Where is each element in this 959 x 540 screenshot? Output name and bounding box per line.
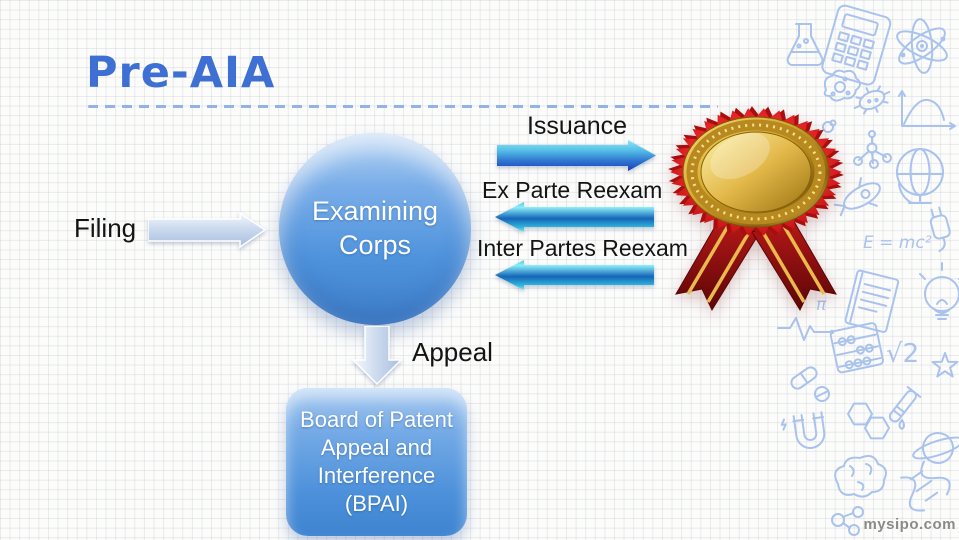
- bpai-line4: (BPAI): [344, 491, 409, 517]
- curve-chart-icon: [898, 90, 956, 130]
- watermark: mysipo.com: [863, 516, 956, 533]
- cell-icon: [823, 69, 861, 102]
- title-divider-dashed-line: [88, 105, 718, 108]
- atom-icon: [896, 18, 948, 74]
- examining-corps-node: Examining Corps: [279, 133, 471, 325]
- science-doodles-background: E = mc² π √2: [777, 4, 959, 536]
- globe-icon: [896, 148, 944, 204]
- saturn-icon: [912, 432, 959, 464]
- sqrt2-expression: √2: [886, 339, 919, 369]
- heartbeat-icon: [777, 317, 835, 341]
- bpai-node: Board of Patent Appeal and Interference …: [286, 388, 467, 536]
- brain-icon: [834, 455, 887, 498]
- bubbles-icon: [822, 119, 837, 133]
- test-tube-icon: [888, 386, 922, 423]
- benzene-icon: [847, 402, 890, 440]
- rocket-icon: [833, 177, 881, 217]
- ex-parte-reexam-label: Ex Parte Reexam: [482, 177, 663, 203]
- examining-corps-line1: Examining: [311, 196, 439, 227]
- filing-label: Filing: [74, 213, 137, 243]
- lightbulb-icon: [919, 262, 959, 320]
- star-icon: [931, 352, 959, 378]
- emc2-equation: E = mc²: [863, 233, 932, 253]
- droplet-icon: [898, 419, 905, 430]
- inter-partes-left-arrow: [495, 260, 654, 290]
- plug-icon: [929, 206, 951, 252]
- pi-symbol: π: [816, 295, 827, 315]
- issuance-label: Issuance: [526, 112, 628, 140]
- inter-partes-reexam-label: Inter Partes Reexam: [477, 235, 688, 261]
- abacus-icon: [829, 322, 884, 374]
- molecule-icon: [853, 130, 892, 169]
- flask-icon: [786, 23, 824, 66]
- water-molecule-icon: [831, 506, 864, 536]
- filing-right-arrow: [148, 212, 266, 248]
- examining-corps-line2: Corps: [338, 230, 412, 260]
- pills-icon: [790, 366, 830, 402]
- bpai-line3: Interference: [317, 463, 436, 488]
- notebook-icon: [844, 269, 900, 333]
- bpai-line1: Board of Patent: [300, 406, 453, 432]
- microbe-icon: [853, 85, 891, 115]
- appeal-label: Appeal: [412, 337, 493, 367]
- slide-title: Pre-AIA: [86, 48, 276, 98]
- dna-icon: [900, 460, 951, 512]
- magnet-icon: [780, 411, 826, 449]
- appeal-down-arrow: [352, 326, 402, 386]
- issuance-right-arrow: [497, 140, 656, 171]
- award-medal-icon: [668, 106, 844, 312]
- calculator-icon: [821, 4, 892, 86]
- bpai-line2: Appeal and: [320, 434, 433, 460]
- ex-parte-left-arrow: [495, 202, 654, 232]
